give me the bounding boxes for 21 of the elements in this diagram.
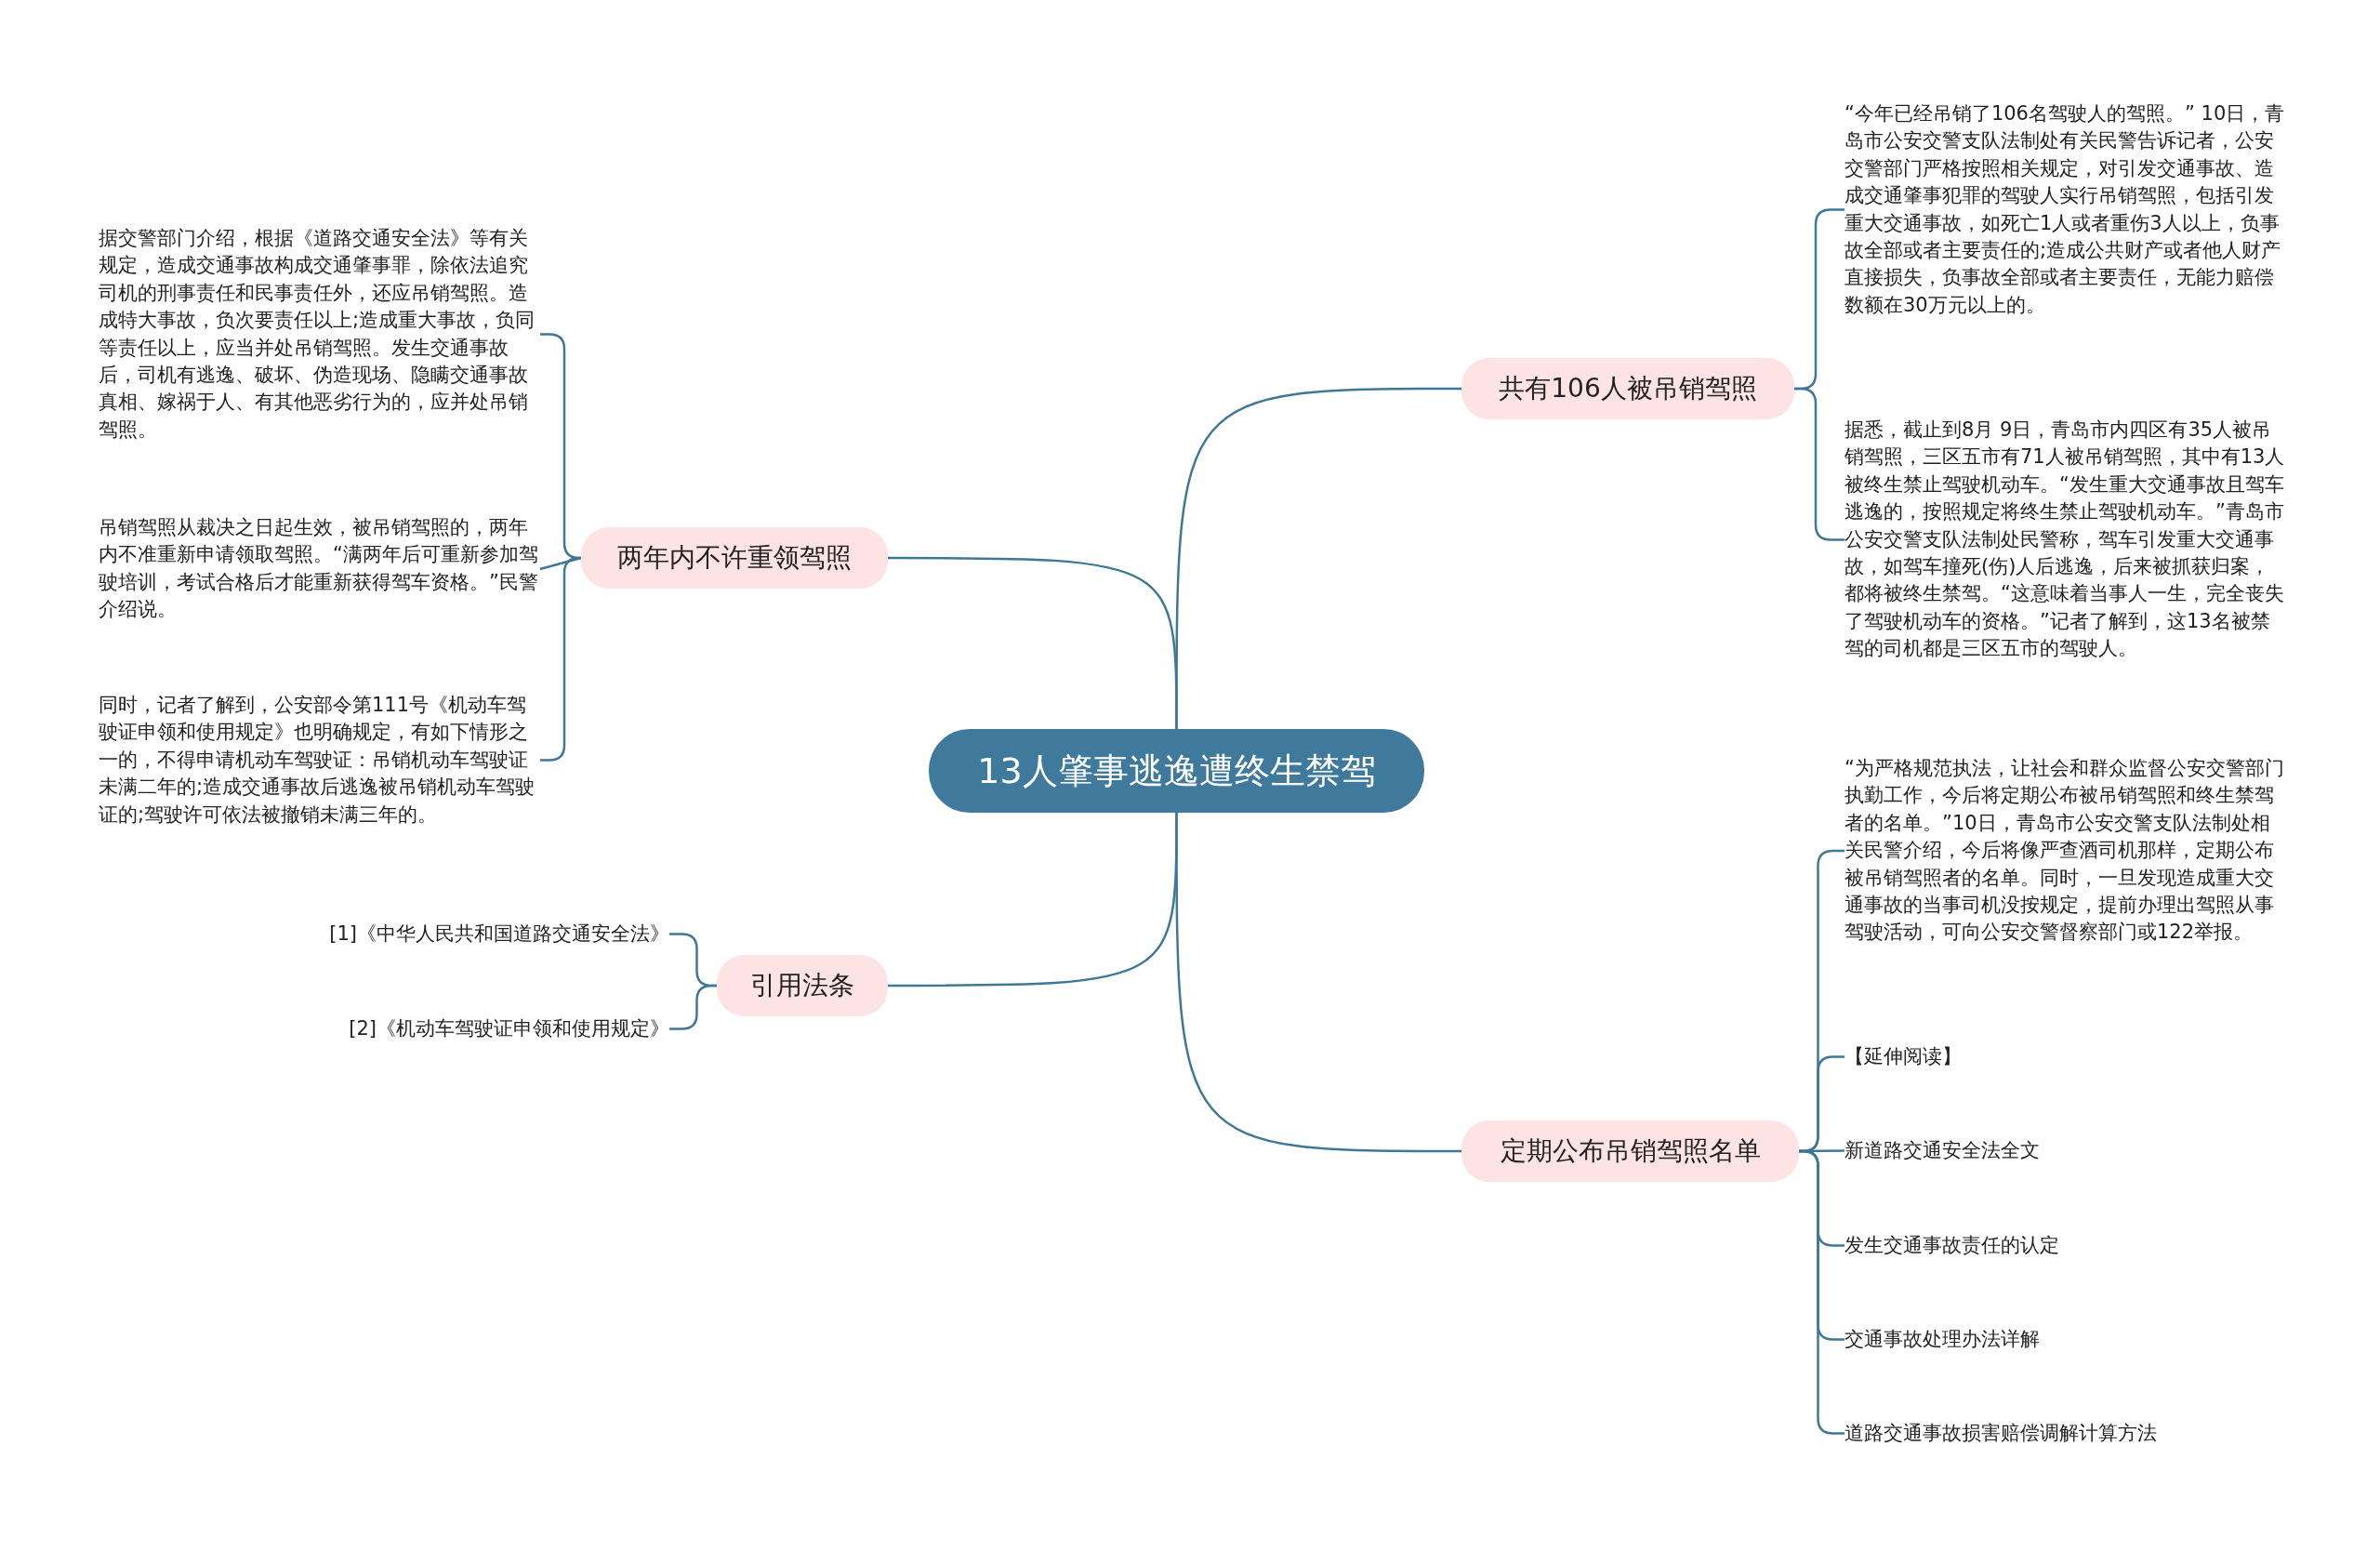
note-text: “今年已经吊销了106名驾驶人的驾照。” 10日，青岛市公安交警支队法制处有关民警告诉记者，公安交警部门严格按照相关规定，对引发交通事故、造成交通肇事犯罪的驾驶人实行吊销驾照，包括引发重大交通事故，如死亡1人或者重伤3人以上，负事故全部或者主要责任的;造成公共财产或者他人财产直接损失，负事故全部或者主要责任，无能力赔偿数额在30万元以上的。 <box>1844 100 2286 320</box>
connector-line <box>1175 813 1461 1153</box>
note-text: 新道路交通安全法全文 <box>1844 1137 2286 1165</box>
note-text: 据交警部门介绍，根据《道路交通安全法》等有关规定，造成交通事故构成交通肇事罪，除依法追究司机的刑事责任和民事责任外，还应吊销驾照。造成特大事故，负次要责任以上;造成重大事故，负同等责任以上，应当并处吊销驾照。发生交通事故后，司机有逃逸、破坏、伪造现场、隐瞒交通事故真相、嫁祸于人、有其他恶劣行为的，应并处吊销驾照。 <box>99 225 540 444</box>
note-text: 同时，记者了解到，公安部令第111号《机动车驾驶证申领和使用规定》也明确规定，有如下情形之一的，不得申请机动车驾驶证：吊销机动车驾驶证未满二年的;造成交通事故后逃逸被吊销机动车驾驶证的;驾驶许可依法被撤销未满三年的。 <box>99 692 540 829</box>
note-text: [1]《中华人民共和国道路交通安全法》 <box>270 921 669 948</box>
note-text: “为严格规范执法，让社会和群众监督公安交警部门执勤工作，今后将定期公布被吊销驾照和终生禁驾者的名单。”10日，青岛市公安交警支队法制处相关民警介绍，今后将像严查酒司机那样，定期公布被吊销驾照者的名单。同时，一旦发现造成重大交通事故的当事司机没按规定，提前办理出驾照从事驾驶活动，可向公安交警督察部门或122举报。 <box>1844 755 2286 947</box>
connector-line <box>888 556 1178 729</box>
note-text: [2]《机动车驾驶证申领和使用规定》 <box>270 1015 669 1043</box>
connector-line <box>539 556 582 571</box>
topic-node: 共有106人被吊销驾照 <box>1461 358 1794 419</box>
topic-node: 两年内不许重领驾照 <box>581 527 888 589</box>
note-text: 【延伸阅读】 <box>1844 1043 2286 1071</box>
topic-node: 引用法条 <box>717 955 888 1016</box>
note-text: 发生交通事故责任的认定 <box>1844 1232 2286 1260</box>
note-text: 道路交通事故损害赔偿调解计算方法 <box>1844 1420 2286 1448</box>
central-topic: 13人肇事逃逸遭终生禁驾 <box>929 729 1424 813</box>
note-text: 吊销驾照从裁决之日起生效，被吊销驾照的，两年内不准重新申请领取驾照。“满两年后可重新参加驾驶培训，考试合格后才能重新获得驾车资格。”民警介绍说。 <box>99 514 540 624</box>
note-text: 据悉，截止到8月 9日，青岛市内四区有35人被吊销驾照，三区五市有71人被吊销驾照，其中有13人被终生禁止驾驶机动车。“发生重大交通事故且驾车逃逸的，按照规定将终生禁止驾驶机动车。”青岛市公安交警支队法制处民警称，驾车引发重大交通事故，如驾车撞死(伤)人后逃逸，后来被抓获归案，都将被终生禁驾。“这意味着当事人一生，完全丧失了驾驶机动车的资格。”记者了解到，这13名被禁驾的司机都是三区五市的驾驶人。 <box>1844 417 2286 663</box>
note-text: 交通事故处理办法详解 <box>1844 1326 2286 1354</box>
topic-node: 定期公布吊销驾照名单 <box>1461 1120 1799 1182</box>
